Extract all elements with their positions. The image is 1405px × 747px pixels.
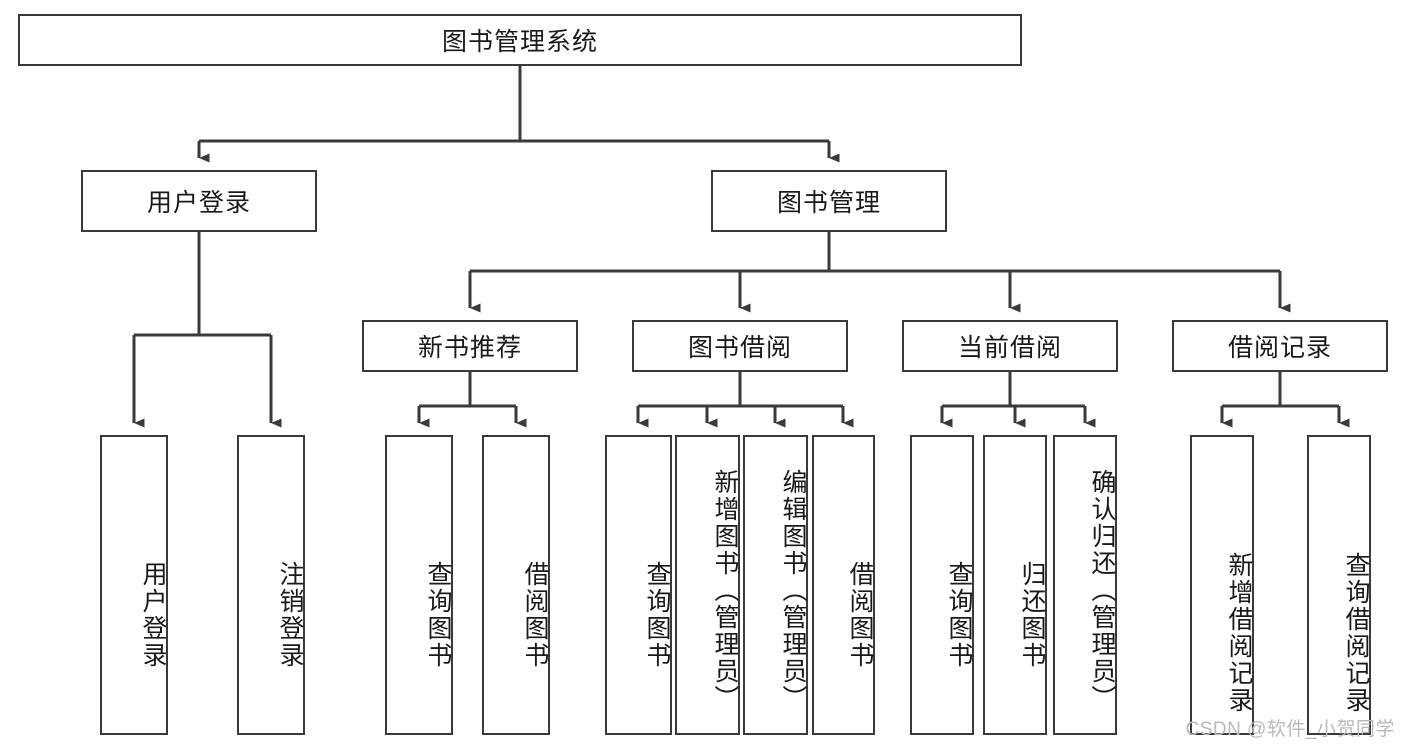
node-current-borrow-label: 当前借阅: [957, 334, 1062, 362]
node-root-label: 图书管理系统: [441, 28, 598, 56]
node-book-borrow[interactable]: 图书借阅: [632, 320, 848, 372]
node-new-book-recommend-label: 新书推荐: [417, 334, 522, 362]
watermark-text: CSDN @软件_小贺同学: [1185, 719, 1395, 740]
leaf-confirm-return-admin[interactable]: 确认归还（管理员）: [1053, 435, 1117, 735]
leaf-query-book-current[interactable]: 查询图书: [910, 435, 974, 735]
leaf-query-book-borrow-label: 查询图书: [643, 561, 671, 669]
node-user-login-label: 用户登录: [146, 189, 251, 217]
leaf-user-login[interactable]: 用户登录: [100, 435, 168, 735]
node-current-borrow[interactable]: 当前借阅: [902, 320, 1118, 372]
leaf-query-book-borrow[interactable]: 查询图书: [605, 435, 672, 735]
leaf-borrow-book-recommend[interactable]: 借阅图书: [482, 435, 550, 735]
leaf-add-borrow-record[interactable]: 新增借阅记录: [1190, 435, 1254, 735]
leaf-add-book-admin[interactable]: 新增图书（管理员）: [675, 435, 740, 735]
leaf-borrow-book-recommend-label: 借阅图书: [521, 561, 549, 669]
leaf-edit-book-admin[interactable]: 编辑图书（管理员）: [743, 435, 808, 735]
node-borrow-records[interactable]: 借阅记录: [1172, 320, 1388, 372]
leaf-query-borrow-record-label: 查询借阅记录: [1342, 551, 1370, 714]
leaf-borrow-book[interactable]: 借阅图书: [812, 435, 875, 735]
node-borrow-records-label: 借阅记录: [1227, 334, 1332, 362]
leaf-add-book-admin-label: 新增图书（管理员）: [711, 468, 739, 712]
leaf-return-book-label: 归还图书: [1018, 561, 1046, 669]
leaf-edit-book-admin-label: 编辑图书（管理员）: [779, 468, 807, 712]
leaf-logout[interactable]: 注销登录: [237, 435, 305, 735]
node-user-login[interactable]: 用户登录: [81, 170, 317, 232]
leaf-confirm-return-admin-label: 确认归还（管理员）: [1088, 468, 1116, 712]
node-book-borrow-label: 图书借阅: [687, 334, 792, 362]
leaf-query-book-recommend[interactable]: 查询图书: [385, 435, 453, 735]
leaf-query-borrow-record[interactable]: 查询借阅记录: [1307, 435, 1371, 735]
leaf-add-borrow-record-label: 新增借阅记录: [1225, 551, 1253, 714]
node-book-management-label: 图书管理: [776, 189, 881, 217]
node-root[interactable]: 图书管理系统: [18, 14, 1022, 66]
leaf-borrow-book-label: 借阅图书: [846, 561, 874, 669]
leaf-user-login-label: 用户登录: [139, 561, 167, 669]
node-new-book-recommend[interactable]: 新书推荐: [362, 320, 578, 372]
node-book-management[interactable]: 图书管理: [711, 170, 947, 232]
leaf-query-book-recommend-label: 查询图书: [424, 561, 452, 669]
leaf-return-book[interactable]: 归还图书: [983, 435, 1047, 735]
leaf-query-book-current-label: 查询图书: [945, 561, 973, 669]
leaf-logout-label: 注销登录: [276, 561, 304, 669]
